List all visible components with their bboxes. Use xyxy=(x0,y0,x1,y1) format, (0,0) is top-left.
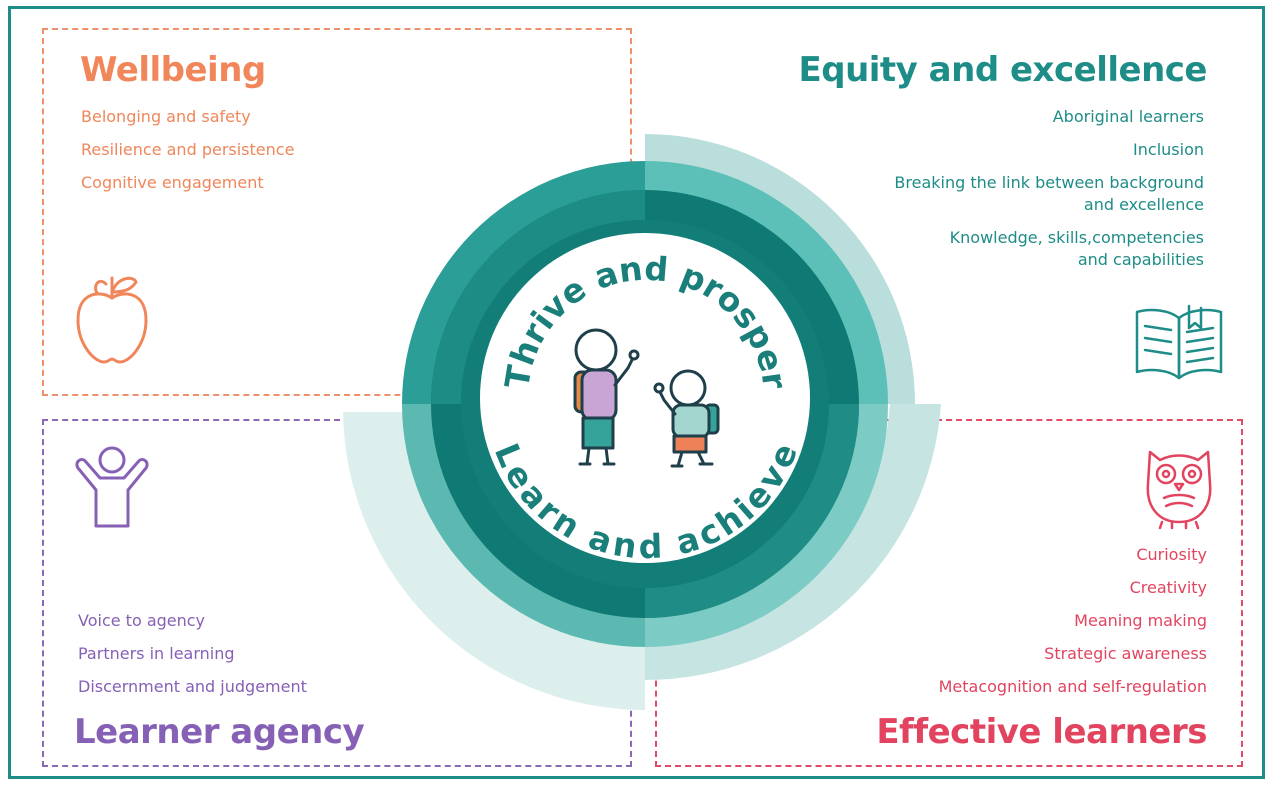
list-item: Voice to agency xyxy=(78,611,206,630)
list-item: Inclusion xyxy=(1133,140,1204,159)
wellbeing-list: Belonging and safety Resilience and pers… xyxy=(81,106,294,205)
two-children-icon xyxy=(573,328,720,468)
list-item: Aboriginal learners xyxy=(1052,107,1204,126)
list-item: Belonging and safety xyxy=(81,107,251,126)
open-book-icon xyxy=(1135,304,1223,380)
mid-ring-bottom-left xyxy=(402,404,645,647)
inner-ring-lower xyxy=(645,404,859,618)
list-item: Resilience and persistence xyxy=(81,140,295,159)
learner-agency-title: Learner agency xyxy=(74,712,365,752)
mid-ring-top-left xyxy=(402,161,645,404)
mid-ring-bottom-right xyxy=(645,404,888,647)
owl-icon xyxy=(1146,450,1212,530)
mid-ring-top-right xyxy=(645,161,888,404)
inner-ring-highlight xyxy=(431,190,645,404)
outer-frame xyxy=(8,6,1265,779)
effective-learners-title: Effective learners xyxy=(876,712,1207,752)
list-item: Cognitive engagement xyxy=(81,173,264,192)
center-circle xyxy=(480,233,810,563)
effective-learners-list: Curiosity Creativity Meaning making Stra… xyxy=(939,544,1207,709)
list-item: Partners in learning xyxy=(78,644,235,663)
list-item: Strategic awareness xyxy=(1044,644,1207,663)
list-item: Metacognition and self-regulation xyxy=(938,677,1207,696)
list-item: Creativity xyxy=(1129,578,1207,597)
apple-icon xyxy=(76,276,148,364)
equity-title: Equity and excellence xyxy=(798,50,1208,90)
list-item: Curiosity xyxy=(1136,545,1207,564)
wellbeing-title: Wellbeing xyxy=(80,50,266,90)
person-arms-raised-icon xyxy=(75,446,149,528)
list-item: Meaning making xyxy=(1074,611,1207,630)
list-item: Discernment and judgement xyxy=(78,677,307,696)
equity-list: Aboriginal learners Inclusion Breaking t… xyxy=(844,106,1204,282)
outer-ring-bottom-right xyxy=(645,404,941,681)
learner-agency-list: Voice to agency Partners in learning Dis… xyxy=(78,610,307,709)
